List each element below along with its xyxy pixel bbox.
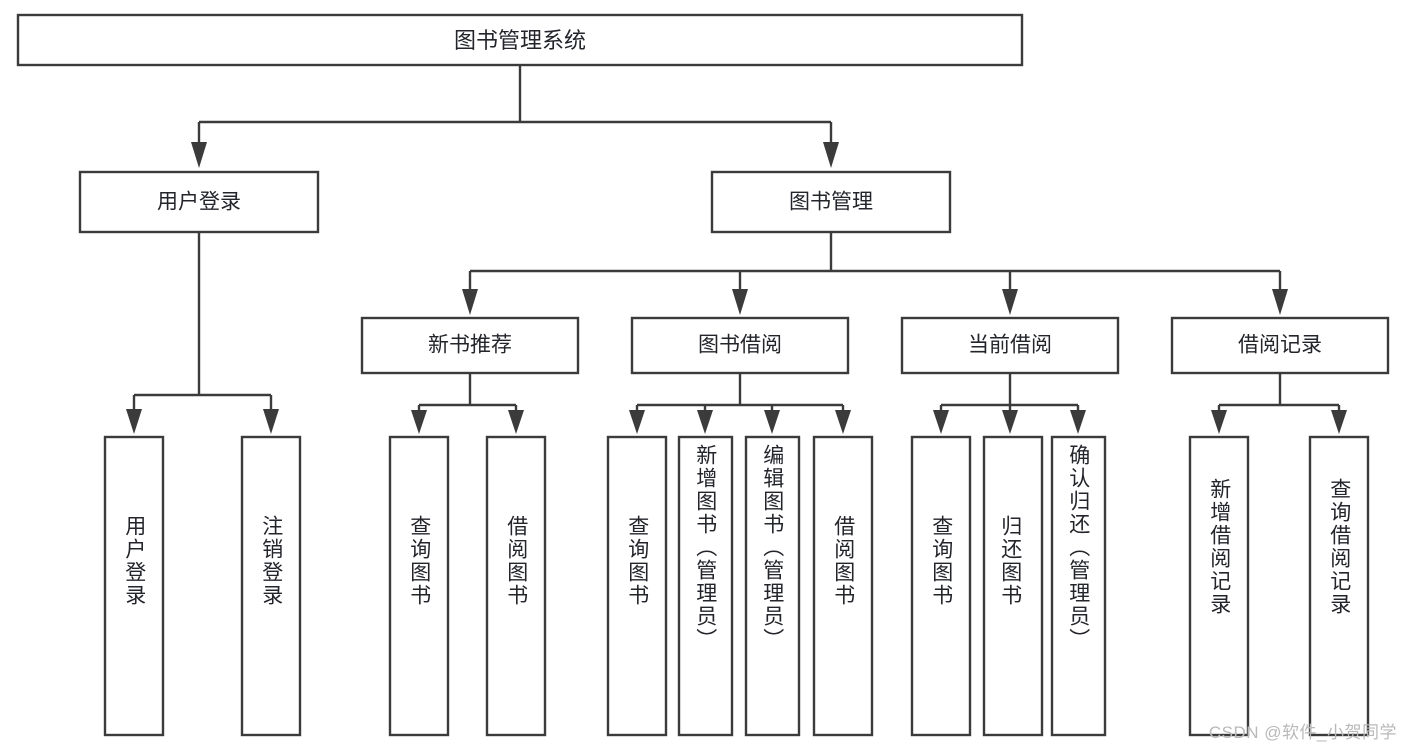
arrow-to-current-borrow (1002, 289, 1018, 315)
arrow-to-leaf-query-book-2 (629, 410, 645, 434)
current-borrow-label: 当前借阅 (968, 334, 1052, 357)
root-box[interactable] (16, 13, 1024, 67)
book-borrow-label: 图书借阅 (698, 334, 782, 357)
new-book-rec-box[interactable] (360, 316, 580, 375)
node-user-login[interactable]: 用户登录 (78, 170, 320, 234)
arrow-to-leaf-add-record (1211, 410, 1227, 434)
connector-user-login-to-leaves (126, 232, 279, 434)
node-new-book-recommend[interactable]: 新书推荐 (360, 316, 580, 375)
arrow-to-leaf-return-book (1002, 410, 1018, 434)
node-borrow-record[interactable]: 借阅记录 (1170, 316, 1390, 375)
new-book-rec-label: 新书推荐 (428, 334, 512, 357)
leaf-box-add-record[interactable] (1188, 435, 1250, 737)
node-current-borrow[interactable]: 当前借阅 (900, 316, 1120, 375)
borrow-record-label: 借阅记录 (1238, 334, 1322, 357)
arrow-to-book-mgmt (823, 142, 839, 168)
arrow-to-leaf-add-book (697, 410, 713, 434)
user-login-label: 用户登录 (157, 191, 241, 214)
arrow-to-new-book-rec (462, 289, 478, 315)
connector-new-book-rec-to-leaves (411, 373, 524, 434)
leaf-box-query-book-3[interactable] (910, 435, 972, 737)
leaf-box-edit-book[interactable] (744, 435, 801, 737)
leaf-box-return-book[interactable] (982, 435, 1044, 737)
book-mgmt-label: 图书管理 (789, 191, 873, 214)
root-label: 图书管理系统 (454, 28, 586, 53)
csdn-watermark: CSDN @软件_小贺同学 (1208, 723, 1397, 742)
leaf-box-query-record[interactable] (1308, 435, 1370, 737)
user-login-box[interactable] (78, 170, 320, 234)
arrow-to-leaf-borrow-book-1 (508, 410, 524, 434)
leaf-box-user-login[interactable] (103, 435, 165, 737)
leaf-box-query-book-2[interactable] (606, 435, 668, 737)
arrow-to-leaf-edit-book (764, 410, 780, 434)
leaf-boxes (103, 435, 1370, 737)
arrow-to-leaf-borrow-book-2 (835, 410, 851, 434)
arrow-to-leaf-logout (263, 409, 279, 434)
arrow-to-leaf-user-login (126, 409, 142, 434)
connector-root-to-level2 (191, 65, 839, 168)
leaf-box-query-book-1[interactable] (388, 435, 450, 737)
node-book-management[interactable]: 图书管理 (710, 170, 952, 234)
arrow-to-user-login (191, 142, 207, 168)
arrow-to-leaf-query-book-3 (933, 410, 949, 434)
arrow-to-borrow-record (1272, 289, 1288, 315)
leaf-box-logout[interactable] (240, 435, 302, 737)
leaf-box-borrow-book-2[interactable] (812, 435, 874, 737)
arrow-to-book-borrow (732, 289, 748, 315)
leaf-box-confirm-return[interactable] (1050, 435, 1107, 737)
arrow-to-leaf-confirm-return (1070, 410, 1086, 434)
leaf-box-add-book[interactable] (677, 435, 734, 737)
connector-current-borrow-to-leaves (933, 373, 1086, 434)
node-root[interactable]: 图书管理系统 (16, 13, 1024, 67)
node-book-borrow[interactable]: 图书借阅 (630, 316, 850, 375)
arrow-to-leaf-query-record (1331, 410, 1347, 434)
current-borrow-box[interactable] (900, 316, 1120, 375)
connector-book-mgmt-to-level3 (462, 232, 1288, 315)
arrow-to-leaf-query-book-1 (411, 410, 427, 434)
connector-book-borrow-to-leaves (629, 373, 851, 434)
connector-borrow-record-to-leaves (1211, 373, 1347, 434)
leaf-box-borrow-book-1[interactable] (485, 435, 547, 737)
